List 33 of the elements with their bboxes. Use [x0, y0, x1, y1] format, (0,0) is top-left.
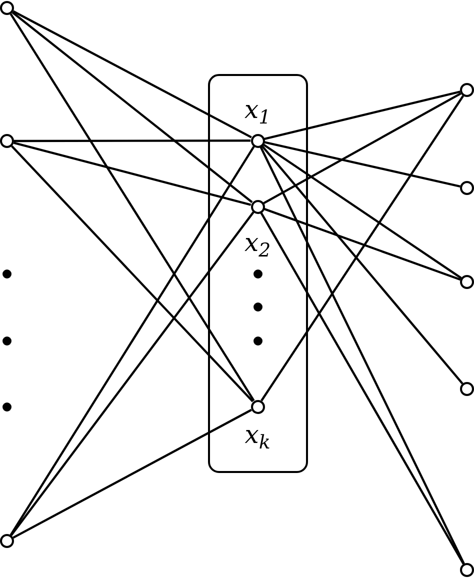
group-box [208, 74, 308, 473]
vertex-circle [0, 534, 14, 548]
vertex-label: x$_{1}$ [244, 97, 271, 128]
vertex-circle [250, 400, 265, 414]
edge-line [14, 140, 251, 142]
vertex-circle [460, 83, 474, 97]
vertex-circle [0, 134, 14, 148]
edge-line [261, 145, 464, 384]
vertex-circle [460, 563, 474, 577]
vertex-circle [460, 382, 474, 396]
edge-line [12, 10, 252, 138]
edge-line [12, 408, 252, 539]
vertex-circle [0, 1, 14, 15]
edge-line [10, 13, 255, 402]
edge-line [12, 11, 253, 204]
vertex-label: x$_{k}$ [244, 422, 270, 453]
edge-line [11, 145, 254, 402]
edge-line [260, 146, 465, 564]
edge-line [260, 95, 464, 402]
edge-line [10, 146, 255, 536]
vertex-label: x$_{2}$ [244, 230, 271, 261]
edge-line [264, 208, 461, 281]
vertex-circle [460, 275, 474, 289]
edge-line [263, 92, 462, 204]
edge-line [14, 142, 252, 206]
edge-line [264, 141, 460, 188]
vertex-circle [460, 181, 474, 195]
edge-line [262, 144, 462, 279]
vertex-circle [250, 200, 265, 214]
vertex-circle [250, 134, 265, 148]
edge-line [264, 90, 460, 140]
edge-line [10, 212, 254, 536]
edge-line [260, 212, 464, 564]
